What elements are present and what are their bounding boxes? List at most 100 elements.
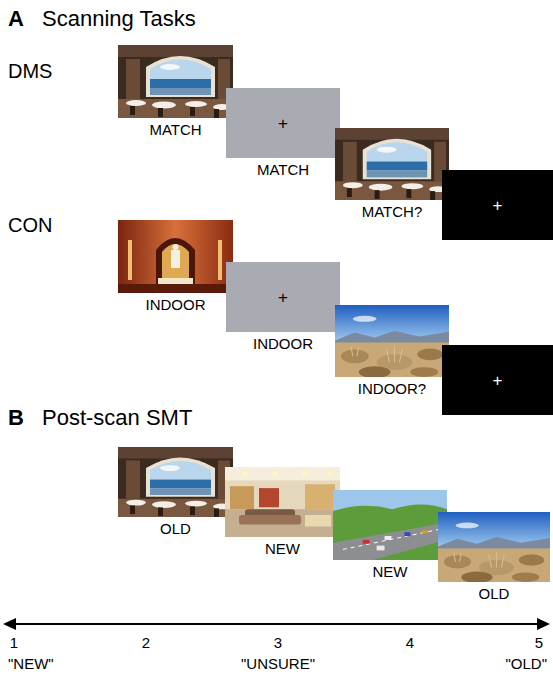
stimulus-caption: MATCH?: [335, 203, 449, 220]
arrow-head: [537, 618, 550, 630]
photo-shape: [406, 189, 411, 198]
fixation-cross: +: [278, 289, 288, 306]
scene-photo: [333, 490, 447, 560]
screen-face: [118, 220, 233, 293]
label-anchor: B: [8, 405, 24, 430]
delay-screen: +INDOOR: [226, 262, 340, 352]
fixation-cross: +: [493, 372, 503, 389]
scale-number: 5: [535, 634, 543, 651]
scene-photo: [438, 512, 550, 582]
photo-shape: [341, 349, 369, 363]
stimulus-caption: MATCH: [226, 161, 340, 178]
delay-screen: + MATCH: [226, 88, 340, 178]
photo-shape: [118, 45, 233, 57]
stimulus-caption: OLD: [438, 585, 550, 602]
photo-shape: [305, 515, 331, 527]
stimulus-photo: MATCH?: [335, 128, 449, 220]
label-anchor: A: [8, 6, 24, 31]
photo-shape: [126, 460, 140, 498]
photo-shape: [214, 508, 219, 517]
photo-shape: [118, 499, 233, 517]
stimulus-caption: INDOOR: [118, 296, 233, 313]
photo-shape: [150, 461, 211, 495]
photo-shape: [335, 181, 449, 200]
photo-shape: [438, 512, 550, 550]
stimulus-photo: INDOOR: [118, 220, 233, 313]
photo-shape: [461, 571, 492, 582]
panel-letter: B: [8, 405, 24, 430]
photo-shape: [335, 342, 449, 377]
photo-shape: [185, 501, 207, 507]
label-anchor: 4: [406, 634, 414, 652]
stimulus-photo: MATCH: [118, 45, 233, 138]
screen-face: +: [226, 88, 340, 158]
stimulus-photo: OLD: [438, 512, 550, 602]
photo-shape: [410, 367, 438, 377]
panel-title: Scanning Tasks: [42, 6, 196, 31]
label-anchor: 3: [274, 634, 282, 652]
photo-shape: [327, 471, 333, 477]
photo-shape: [190, 506, 195, 515]
photo-shape: [367, 162, 427, 171]
photo-shape: [126, 500, 146, 506]
photo-shape: [190, 107, 195, 116]
scale-number: 2: [142, 634, 150, 651]
photo-shape: [173, 244, 179, 250]
photo-shape: [335, 128, 449, 140]
panel-letter: A: [8, 6, 24, 31]
scale-line: [14, 623, 539, 625]
label-anchor: Post-scan SMT: [42, 405, 192, 430]
panel-title: Post-scan SMT: [42, 405, 192, 430]
photo-shape: [512, 572, 539, 582]
photo-shape: [239, 515, 301, 525]
photo-shape: [417, 348, 443, 360]
photo-shape: [118, 447, 233, 517]
label-anchor: 2: [142, 634, 150, 652]
photo-shape: [162, 244, 189, 280]
label-anchor: "NEW": [8, 655, 54, 673]
fixation-cross: +: [278, 115, 288, 132]
scene-photo: [118, 45, 233, 118]
photo-shape: [369, 184, 393, 191]
photo-shape: [158, 278, 193, 284]
label-anchor: 5: [535, 634, 543, 652]
photo-shape: [150, 488, 211, 495]
label-anchor: CON: [8, 214, 52, 237]
photo-shape: [118, 284, 233, 293]
photo-shape: [242, 471, 248, 477]
photo-shape: [430, 191, 435, 200]
photo-shape: [438, 537, 550, 550]
photo-shape: [160, 465, 180, 471]
photo-shape: [343, 142, 357, 181]
photo-shape: [150, 480, 211, 489]
scale-anchor: "UNSURE": [241, 655, 315, 672]
screen-face: +: [442, 345, 553, 415]
screen-face: +: [226, 262, 340, 332]
photo-shape: [146, 458, 215, 497]
stimulus-photo: INDOOR?: [335, 305, 449, 397]
screen-face: [118, 45, 233, 118]
fixation-screen: +: [442, 345, 553, 415]
task-name: CON: [8, 214, 52, 237]
label-anchor: Scanning Tasks: [42, 6, 196, 31]
photo-shape: [367, 170, 427, 177]
task-name: DMS: [8, 60, 52, 83]
photo-shape: [150, 79, 211, 88]
photo-shape: [225, 467, 340, 480]
photo-shape: [377, 546, 385, 551]
scale-number: 3: [274, 634, 282, 651]
photo-shape: [302, 471, 308, 477]
screen-face: [335, 305, 449, 377]
label-anchor: "OLD": [506, 655, 548, 673]
photo-shape: [335, 305, 449, 344]
photo-shape: [272, 471, 278, 477]
fixation-cross: +: [493, 197, 503, 214]
photo-shape: [128, 240, 132, 280]
photo-shape: [160, 64, 180, 70]
photo-shape: [377, 147, 397, 153]
scene-photo: [118, 220, 233, 293]
screen-face: [438, 512, 550, 582]
photo-shape: [118, 45, 233, 118]
photo-shape: [343, 182, 363, 188]
